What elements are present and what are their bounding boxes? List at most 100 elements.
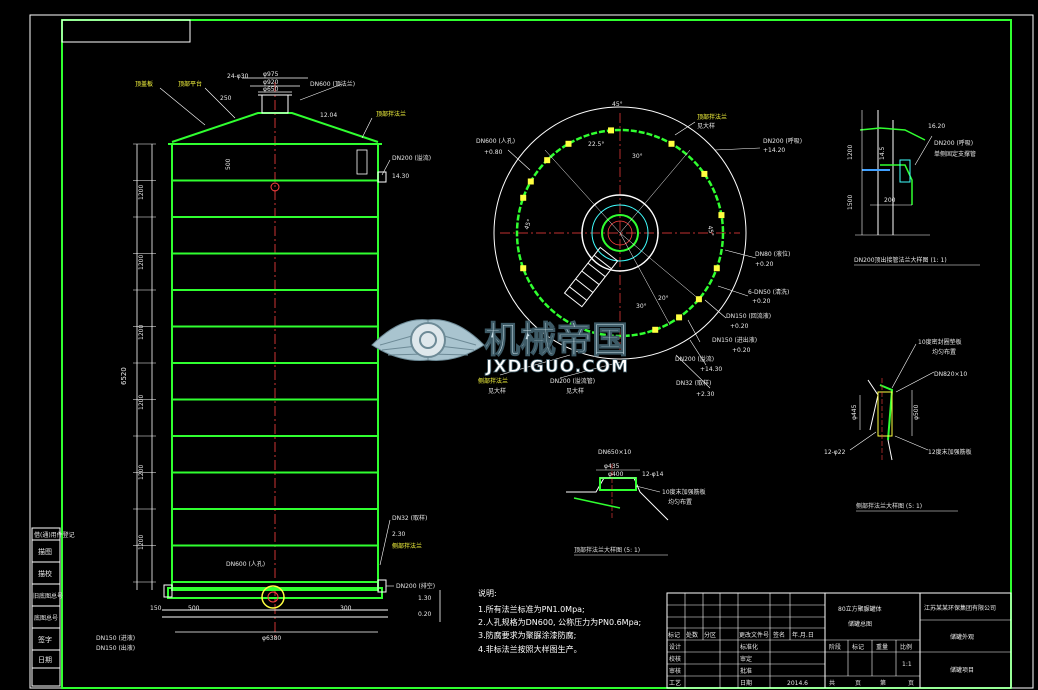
tb-row-label-4: 签名 <box>773 631 785 639</box>
dim-2-30: 2.30 <box>392 531 406 538</box>
dim-650: φ650 <box>263 86 279 93</box>
tb-company: 江苏某某环保集团有限公司 <box>924 604 996 612</box>
dim-1200-c: 1200 <box>138 325 145 340</box>
detail-mr-callout-4: 12-φ22 <box>824 449 846 456</box>
plan-nozzle-marker <box>520 265 527 272</box>
plan-side-flange: 侧部拌法兰 <box>478 377 508 385</box>
plan-manhole: DN600 (人孔) <box>476 137 515 145</box>
label-platform: 顶部平台 <box>178 80 202 88</box>
notes-item-0: 1.所有法兰标准为PN1.0Mpa; <box>478 604 585 614</box>
corner-box <box>61 19 191 43</box>
plan-roof-flange-2: 见大样 <box>697 122 715 130</box>
plan-dn80-el: +0.20 <box>755 261 774 268</box>
label-roof-flange: 顶部拌法兰 <box>376 110 406 118</box>
notes-item-1: 2.人孔规格为DN600, 公称压力为PN0.6Mpa; <box>478 617 641 627</box>
dim-14-30: 14.30 <box>392 173 409 180</box>
plan-nozzle-marker <box>718 212 725 219</box>
plan-nozzle-marker <box>701 170 708 177</box>
tb-row3-0: 校核 <box>669 655 681 663</box>
plan-angle-0: 45° <box>612 101 623 108</box>
tb-row2-2: 标准化 <box>740 643 758 651</box>
detail-b-header: DN650×10 <box>598 449 631 456</box>
dim-300: 300 <box>340 605 352 612</box>
tb-row5-3: 2014.6 <box>787 680 808 687</box>
tb-row-label-2: 分区 <box>704 631 716 639</box>
tb-stage-0: 阶段 <box>829 643 841 651</box>
detail-mr-callout-1: 10度密封圈垫板 <box>918 338 962 346</box>
watermark: 机械帝国 JXDIGUO.COM <box>371 319 629 377</box>
tb-scale: 1:1 <box>902 661 912 668</box>
strip-item-5: 日期 <box>38 656 52 664</box>
dim-250: 250 <box>220 95 232 102</box>
plan-view: DN600 (人孔) +0.80 顶部拌法兰 见大样 DN200 (呼吸) +1… <box>476 101 802 398</box>
label-top-plate: 顶盖板 <box>135 80 153 88</box>
plan-nozzle-marker <box>695 296 702 303</box>
dim-1200-e: 1200 <box>138 465 145 480</box>
tb-sheet-1: 页 <box>855 680 861 687</box>
bottom-manhole <box>261 585 285 609</box>
tb-sheet-2: 第 <box>880 679 886 687</box>
watermark-cn: 机械帝国 <box>484 320 628 361</box>
detail-mr-callout-3: DN820×10 <box>934 371 967 378</box>
left-dimension-ticks <box>133 143 156 583</box>
tb-row-label-5: 年.月.日 <box>792 631 814 639</box>
strip-item-2: 旧底图总号 <box>33 592 63 600</box>
plan-dn150b: DN150 (进出液) <box>712 336 757 344</box>
plan-angle-6: 20° <box>658 295 669 302</box>
tb-row5-0: 工艺 <box>669 679 681 687</box>
plan-angle-1: 22.5° <box>588 141 604 148</box>
tb-project-1: 80立方聚脲罐体 <box>838 605 882 613</box>
plan-ladder <box>563 246 619 308</box>
detail-tr-dim-0: 16.20 <box>928 123 945 130</box>
plan-roof-flange: 顶部拌法兰 <box>697 113 727 121</box>
plan-nozzle-marker <box>565 140 572 147</box>
detail-tr-callout-2: 单侧固定支撑管 <box>934 150 976 158</box>
side-nozzle-left-bottom <box>163 584 173 598</box>
dim-920: φ920 <box>263 79 279 86</box>
plan-side-flange-2: 见大样 <box>488 387 506 395</box>
watermark-gear-icon <box>410 322 446 358</box>
plan-dn50: 6-DN50 (清洗) <box>748 288 789 296</box>
dim-0-20: 0.20 <box>418 611 432 618</box>
dim-1200-a: 1200 <box>138 185 145 200</box>
plan-dn200c-2: 见大样 <box>566 387 584 395</box>
plan-nozzle-marker <box>527 178 534 185</box>
tb-row-label-3: 更改文件号 <box>739 631 769 639</box>
plan-nozzle-markers <box>520 127 725 333</box>
detail-mr-title: 侧部拌法兰大样图 (5: 1) <box>856 502 922 510</box>
tb-drawing-title: 储罐外观 <box>950 633 974 641</box>
plan-dn200-r: DN200 (呼吸) <box>763 138 802 145</box>
dim-24: 24-φ30 <box>227 73 249 80</box>
upper-port <box>270 182 280 192</box>
detail-mid-right: 10度密封圈垫板 均匀布置 DN820×10 12-φ22 12度末加强筋板 φ… <box>824 338 972 512</box>
dim-500-left: 500 <box>188 605 200 612</box>
detail-tr-callout-1: DN200 (呼吸) <box>934 140 973 147</box>
label-dn150-in: DN150 (进液) <box>96 634 135 642</box>
plan-outer-circle <box>493 106 747 360</box>
detail-b-dim-0: φ435 <box>604 463 620 470</box>
detail-b-dim-2: 12-φ14 <box>642 471 664 478</box>
plan-dn150b-el: +0.20 <box>732 347 751 354</box>
side-nozzle-right-top <box>377 171 387 183</box>
watermark-en: JXDIGUO.COM <box>485 357 629 377</box>
strip-item-0: 描图 <box>38 547 52 556</box>
tb-sheet-3: 页 <box>908 680 914 687</box>
plan-dn32: DN32 (取样) <box>676 379 711 387</box>
label-side-flange: 侧部拌法兰 <box>392 542 422 550</box>
detail-tr-dim-4: 14.5 <box>879 146 886 160</box>
plan-nozzle-marker <box>676 314 683 321</box>
tb-row4-0: 审核 <box>669 667 681 675</box>
plan-dn200b: DN200 (溢流) <box>675 355 714 363</box>
strip-item-1: 描校 <box>38 569 52 578</box>
detail-tr-title: DN200顶出接管法兰大样图 (1: 1) <box>854 256 947 264</box>
detail-bottom: DN650×10 φ435 φ400 12-φ14 10度末加强筋板 均匀布置 … <box>566 449 706 556</box>
left-binding-strip: 借(通)用件登记 描图 描校 旧底图总号 底图总号 签字 日期 <box>31 527 75 687</box>
plan-nozzle-marker <box>520 194 527 201</box>
plan-dn200b-el: +14.30 <box>700 366 722 373</box>
plan-dn200c: DN200 (溢流管) <box>550 377 595 385</box>
tb-stage-1: 标记 <box>852 643 864 651</box>
notes-item-3: 4.非标法兰按照大样图生产。 <box>478 644 582 654</box>
plan-shell-circle <box>515 128 725 338</box>
plan-dn80: DN80 (液位) <box>755 250 790 258</box>
